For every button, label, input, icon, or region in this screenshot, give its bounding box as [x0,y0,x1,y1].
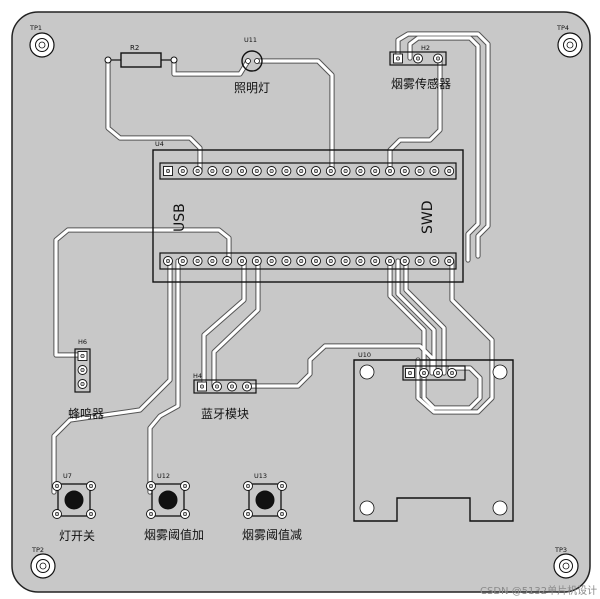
h4-designator: H4 [193,372,202,380]
u7-designator: U7 [63,472,72,480]
header-h6: H6 蜂鸣器 [68,338,104,421]
display-u10: U10 [353,351,514,522]
h4-name: 蓝牙模块 [201,407,249,421]
test-point-tp3: TP3 [553,546,579,579]
mcu-u4: U4 USB SWD [152,140,464,283]
h6-designator: H6 [78,338,87,346]
tp3-label: TP3 [554,546,567,554]
copper-traces [51,31,495,495]
u13-name: 烟雾阈值减 [242,527,302,542]
resistor-r2: R2 [104,44,178,68]
board-outline [11,11,591,593]
u12-designator: U12 [157,472,170,480]
h2-designator: H2 [421,44,430,52]
tp4-label: TP4 [556,24,569,32]
test-point-tp4: TP4 [556,24,583,58]
u11-name: 照明灯 [234,81,270,95]
test-point-tp2: TP2 [30,546,56,579]
usb-label: USB [172,203,188,232]
u13-designator: U13 [254,472,267,480]
tp2-label: TP2 [31,546,44,554]
h2-name: 烟雾传感器 [391,76,451,91]
push-buttons: U7 U12 U13 [52,472,287,519]
u4-designator: U4 [155,140,164,148]
button-u13: U13 [243,472,287,519]
test-point-tp1: TP1 [29,24,55,58]
h6-name: 蜂鸣器 [68,406,104,421]
button-u7: U7 [52,472,96,519]
header-h4: H4 蓝牙模块 [193,372,257,421]
u11-designator: U11 [244,36,257,44]
u7-name: 灯开关 [59,529,95,543]
u10-designator: U10 [358,351,371,359]
header-h2: H2 烟雾传感器 [389,44,451,91]
button-u12: U12 [146,472,190,519]
swd-label: SWD [420,200,436,234]
u12-name: 烟雾阈值加 [144,527,204,542]
watermark-text: CSDN @5132单片机设计 [480,584,597,597]
lamp-u11: U11 照明灯 [234,36,270,95]
r2-designator: R2 [130,44,139,52]
tp1-label: TP1 [29,24,42,32]
